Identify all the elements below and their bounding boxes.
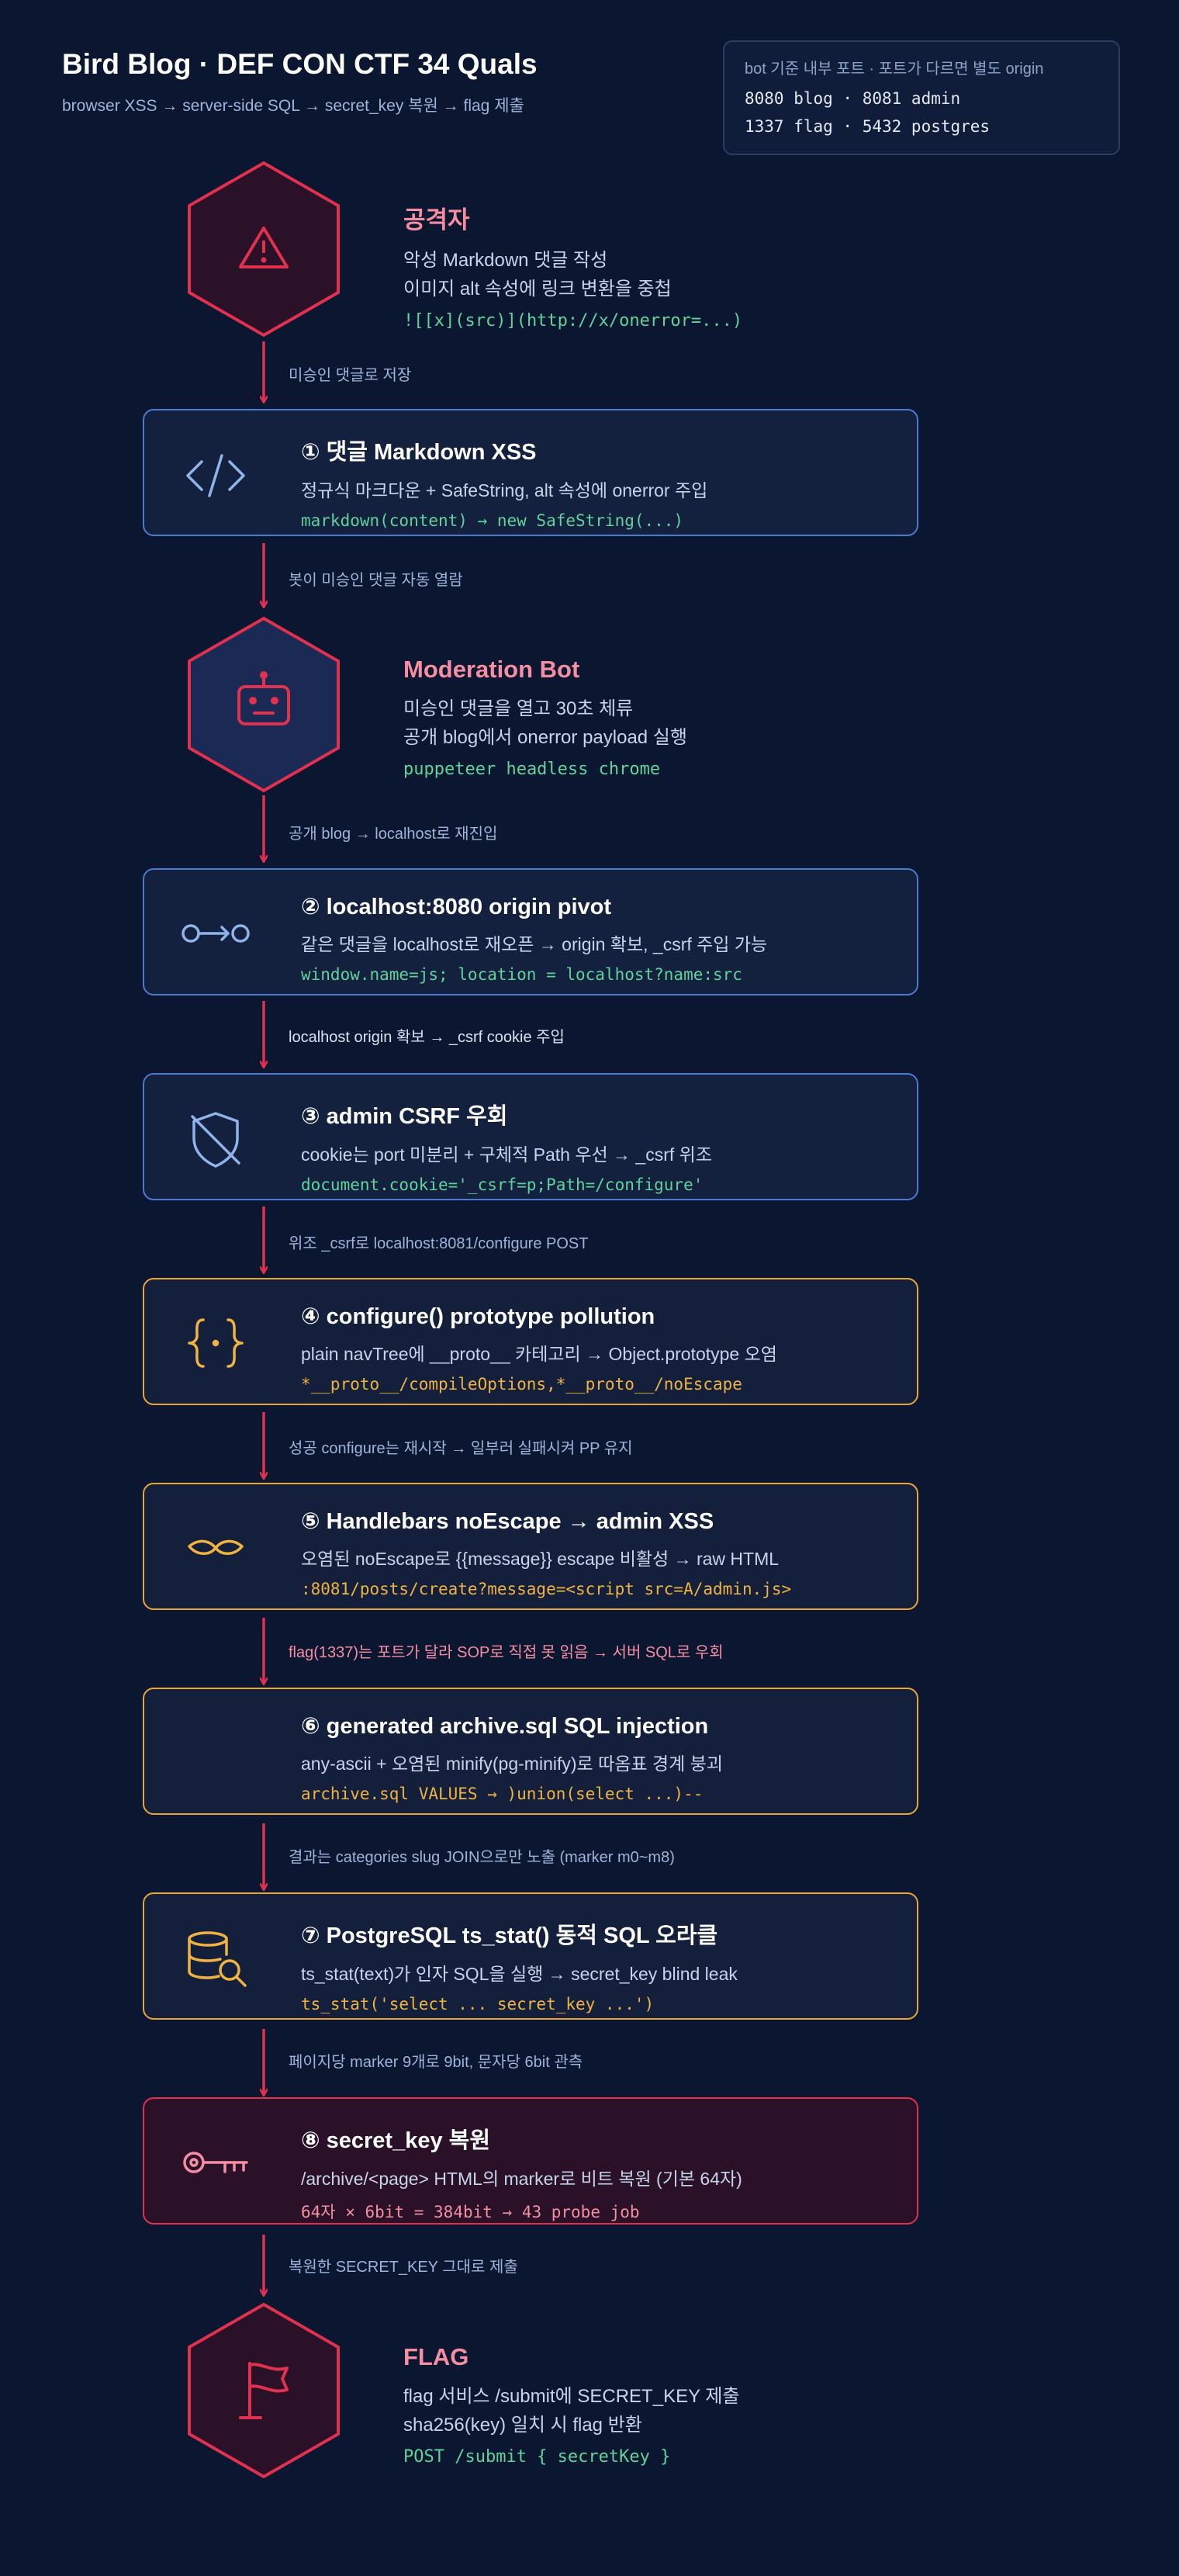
page-subtitle: browser XSS → server-side SQL → secret_k…	[62, 97, 524, 115]
flag-line-1: flag 서비스 /submit에 SECRET_KEY 제출	[403, 2386, 740, 2407]
step-3-box: ③ admin CSRF 우회 cookie는 port 미분리 + 구체적 P…	[143, 1073, 918, 1200]
edge-label-7: flag(1337)는 포트가 달라 SOP로 직접 못 읽음 → 서버 SQL…	[289, 1644, 724, 1661]
edge-label-10: 복원한 SECRET_KEY 그대로 제출	[289, 2259, 518, 2276]
step-5-title: ⑤ Handlebars noEscape → admin XSS	[301, 1509, 714, 1534]
legend-title: bot 기준 내부 포트 · 포트가 다르면 별도 origin	[745, 61, 1044, 78]
step-5-box: ⑤ Handlebars noEscape → admin XSS 오염된 no…	[143, 1483, 918, 1610]
bot-node	[186, 615, 341, 794]
edge-label-9: 페이지당 marker 9개로 9bit, 문자당 6bit 관측	[289, 2054, 583, 2071]
step-2-desc: 같은 댓글을 localhost로 재오픈 → origin 확보, _csrf…	[301, 934, 768, 954]
step-7-desc: ts_stat(text)가 인자 SQL을 실행 → secret_key b…	[301, 1964, 738, 1984]
flag-node	[186, 2301, 341, 2480]
bot-line-2: 공개 blog에서 onerror payload 실행	[403, 727, 687, 748]
edge-label-8: 결과는 categories slug JOIN으로만 노출 (marker m…	[289, 1849, 675, 1866]
step-8-box: ⑧ secret_key 복원 /archive/<page> HTML의 ma…	[143, 2097, 918, 2225]
step-8-title: ⑧ secret_key 복원	[301, 2128, 490, 2153]
key-icon	[183, 2152, 248, 2173]
attacker-title: 공격자	[403, 206, 470, 234]
step-7-title: ⑦ PostgreSQL ts_stat() 동적 SQL 오라클	[301, 1923, 718, 1948]
step-3-code: document.cookie='_csrf=p;Path=/configure…	[301, 1175, 704, 1194]
link-arrow-icon	[182, 924, 250, 943]
edge-label-2: 봇이 미승인 댓글 자동 열람	[289, 572, 463, 589]
step-6-box: ⑥ generated archive.sql SQL injection an…	[143, 1688, 918, 1815]
step-3-title: ③ admin CSRF 우회	[301, 1104, 508, 1129]
step-2-title: ② localhost:8080 origin pivot	[301, 895, 612, 919]
step-2-box: ② localhost:8080 origin pivot 같은 댓글을 loc…	[143, 868, 918, 995]
step-4-title: ④ configure() prototype pollution	[301, 1304, 655, 1329]
warning-icon	[239, 227, 289, 268]
legend-line-1: 8080 blog · 8081 admin	[745, 89, 961, 108]
step-4-desc: plain navTree에 __proto__ 카테고리 → Object.p…	[301, 1344, 777, 1364]
step-1-title: ① 댓글 Markdown XSS	[301, 440, 537, 465]
attacker-code: ![[x](src)](http://x/onerror=...)	[403, 311, 743, 331]
shield-off-icon	[191, 1112, 240, 1168]
flag-code: POST /submit { secretKey }	[403, 2447, 671, 2467]
step-8-desc: /archive/<page> HTML의 marker로 비트 복원 (기본 …	[301, 2169, 742, 2189]
step-6-code: archive.sql VALUES → )union(select ...)-…	[301, 1785, 704, 1803]
braces-icon	[188, 1318, 244, 1368]
attacker-line-1: 악성 Markdown 댓글 작성	[403, 250, 608, 271]
edge-label-5: 위조 _csrf로 localhost:8081/configure POST	[289, 1235, 589, 1252]
step-4-box: ④ configure() prototype pollution plain …	[143, 1278, 918, 1405]
step-1-code: markdown(content) → new SafeString(...)	[301, 511, 684, 530]
bot-line-1: 미승인 댓글을 열고 30초 체류	[403, 698, 634, 719]
flag-line-2: sha256(key) 일치 시 flag 반환	[403, 2415, 642, 2436]
flag-title: FLAG	[403, 2343, 469, 2370]
bot-code: puppeteer headless chrome	[403, 760, 661, 779]
step-3-desc: cookie는 port 미분리 + 구체적 Path 우선 → _csrf 위…	[301, 1144, 712, 1165]
port-legend: bot 기준 내부 포트 · 포트가 다르면 별도 origin 8080 bl…	[723, 40, 1120, 155]
step-8-code: 64자 × 6bit = 384bit → 43 probe job	[301, 2203, 640, 2221]
step-5-code: :8081/posts/create?message=<script src=A…	[301, 1580, 792, 1598]
step-4-code: *__proto__/compileOptions,*__proto__/noE…	[301, 1375, 742, 1394]
step-6-desc: any-ascii + 오염된 minify(pg-minify)로 따옴표 경…	[301, 1754, 723, 1774]
edge-label-6: 성공 configure는 재시작 → 일부러 실패시켜 PP 유지	[289, 1440, 633, 1457]
attacker-line-2: 이미지 alt 속성에 링크 변환을 중첩	[403, 279, 672, 299]
step-7-box: ⑦ PostgreSQL ts_stat() 동적 SQL 오라클 ts_sta…	[143, 1892, 918, 2020]
mustache-icon	[188, 1539, 244, 1555]
robot-icon	[237, 671, 290, 725]
flag-text: FLAG flag 서비스 /submit에 SECRET_KEY 제출 sha…	[403, 2343, 740, 2467]
flag-icon	[239, 2362, 289, 2419]
edge-label-3: 공개 blog → localhost로 재진입	[289, 826, 498, 843]
edge-label-1: 미승인 댓글로 저장	[289, 367, 412, 384]
page-title: Bird Blog · DEF CON CTF 34 Quals	[62, 48, 538, 80]
step-1-desc: 정규식 마크다운 + SafeString, alt 속성에 onerror 주…	[301, 480, 708, 500]
step-2-code: window.name=js; location = localhost?nam…	[301, 965, 742, 984]
attacker-node	[186, 160, 341, 338]
attacker-text: 공격자 악성 Markdown 댓글 작성 이미지 alt 속성에 링크 변환을…	[403, 200, 742, 331]
database-search-icon	[188, 1931, 247, 1987]
step-5-desc: 오염된 noEscape로 {{message}} escape 비활성 → r…	[301, 1549, 780, 1569]
legend-line-2: 1337 flag · 5432 postgres	[745, 117, 991, 136]
step-1-box: ① 댓글 Markdown XSS 정규식 마크다운 + SafeString,…	[143, 409, 918, 536]
step-7-code: ts_stat('select ... secret_key ...')	[301, 1995, 655, 2013]
step-6-title: ⑥ generated archive.sql SQL injection	[301, 1714, 709, 1739]
bot-title: Moderation Bot	[403, 656, 580, 683]
code-icon	[186, 454, 245, 497]
edge-label-4: localhost origin 확보 → _csrf cookie 주입	[289, 1029, 565, 1046]
bot-text: Moderation Bot 미승인 댓글을 열고 30초 체류 공개 blog…	[403, 656, 687, 779]
